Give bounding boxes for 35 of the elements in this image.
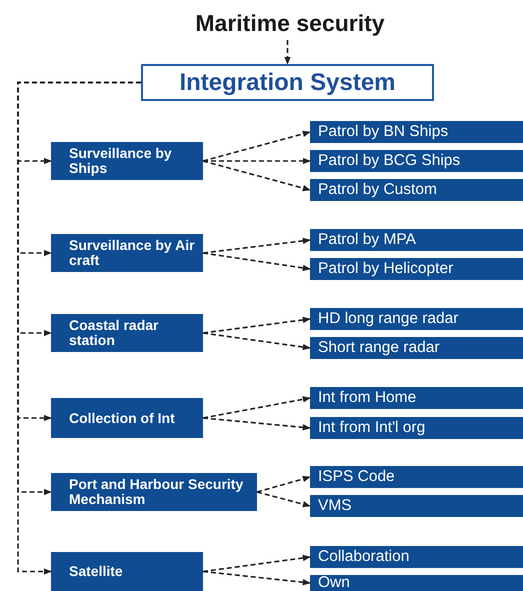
category-box: Collection of Int — [51, 398, 203, 438]
category-box: Port and Harbour Security Mechanism — [51, 473, 257, 511]
arrow — [203, 158, 311, 164]
category-box: Coastal radar station — [51, 314, 203, 352]
arrow — [202, 417, 311, 431]
arrow — [202, 396, 311, 419]
heading-text: Maritime security — [190, 8, 390, 38]
item-box: Collaboration — [310, 546, 523, 568]
item-box: HD long range radar — [310, 308, 523, 330]
arrow — [202, 252, 311, 272]
arrow — [202, 130, 311, 162]
arrow — [202, 554, 311, 572]
item-box: Int from Home — [310, 387, 523, 409]
item-box: Patrol by BCG Ships — [310, 150, 523, 172]
item-box: Patrol by BN Ships — [310, 121, 523, 143]
item-box: Patrol by Helicopter — [310, 258, 523, 280]
item-box: Int from Int'l org — [310, 417, 523, 439]
category-box: Surveillance by Air craft — [51, 234, 203, 272]
item-box: Short range radar — [310, 337, 523, 359]
item-box: VMS — [310, 495, 523, 517]
category-box: Surveillance by Ships — [51, 142, 203, 180]
arrow — [202, 332, 311, 350]
system-box: Integration System — [141, 64, 434, 101]
item-box: Own — [310, 575, 523, 591]
arrow — [256, 476, 311, 493]
arrow — [202, 160, 311, 192]
item-box: ISPS Code — [310, 466, 523, 488]
arrow — [202, 570, 311, 586]
arrow — [256, 491, 311, 508]
item-box: Patrol by Custom — [310, 179, 523, 201]
arrow — [284, 40, 291, 65]
category-box: Satellite — [51, 552, 203, 591]
arrow — [202, 316, 311, 334]
item-box: Patrol by MPA — [310, 229, 523, 251]
arrow — [202, 238, 311, 254]
